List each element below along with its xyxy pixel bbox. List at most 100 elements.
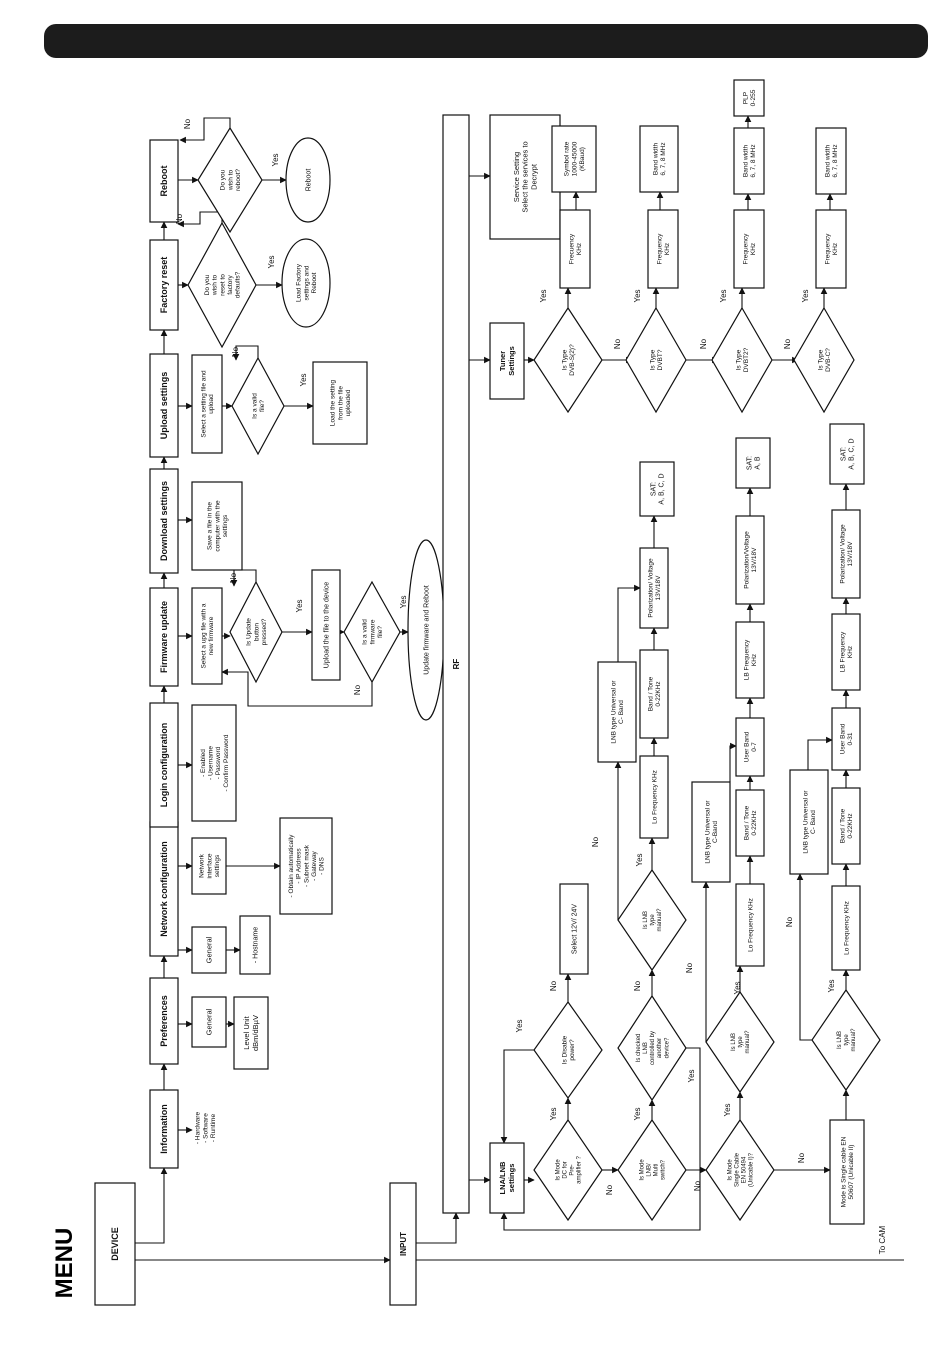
branch-label-no: No [229,572,238,583]
download-settings-box-label: Download settings [159,481,169,561]
information-box-label: Information [159,1104,169,1154]
branch-label-no: No [693,1180,702,1191]
service-setting-box: Service SettingSelect the services toDec… [489,114,561,240]
fw-pressed-diamond-label: Is Updatebuttonpressed? [246,618,268,646]
select-12v-box-label: Select 12V/ 24V [571,904,578,955]
dvbs-freq-box-label: FrecuencyKHz [568,233,583,264]
network-config-box: Network configuration [149,821,179,957]
branch-label-no: No [685,962,694,973]
fw-valid-diamond: Is a validfirmwarefile? [343,580,401,684]
pol1-box-label: Polarization/ Voltage13V/18V [647,558,662,618]
q-lnb-manual3-diamond-label: Is LNBtypemanual? [837,1028,857,1052]
lnb-type1-box: LNB type Universal orC- Band [597,661,637,763]
dvbc-diamond-label: Is TypeDVB-C? [817,348,832,372]
band-tone2-box-label: Band / Tone0-22KHz [743,805,758,840]
info-list-label: - Hardware- Software- Runtime [195,1112,217,1145]
connector [729,742,737,782]
branch-label-yes: Yes [515,1019,524,1032]
dvbt-bw-box-label: Band width6, 7, 8 MHz [652,142,667,175]
branch-label-yes: Yes [801,289,810,302]
branch-label-no: No [175,213,184,224]
login-list-box-label: - Enabled- Username- Password- Confirm P… [200,734,230,791]
q-lnb-multi-diamond-label: Is ModeLNB/Multiswitch? [639,1159,666,1181]
branch-label-yes: Yes [295,599,304,612]
dvbt2-plp-box: PLP0-255 [733,79,765,117]
q-lnb-manual1-diamond: Is LNBtypemanual? [617,868,687,972]
pol3-box: Polarization/ Voltage13V/18V [831,509,861,599]
ul-select-box-label: Select a setting file andupload [200,370,215,438]
dvbs-symb-box-label: Symbol rate1000-45000(KBaud) [564,141,586,176]
info-list: - Hardware- Software- Runtime [195,1112,217,1145]
ul-valid-diamond-label: Is a validfile? [251,393,266,419]
net-list-box: - Obtain automatically- IP Address- Subn… [279,817,333,915]
lb-freq2-box: LB FrequencyKHz [735,621,765,699]
fw-upload-box: Upload the file to the device [311,569,341,681]
lnb-type3-box: LNB type Universal orC- Band [789,769,829,875]
branch-label-yes: Yes [687,1069,696,1082]
to-cam-label-label: To CAM [878,1225,887,1254]
firmware-update-box-label: Firmware update [159,601,169,673]
dvbt2-freq-box-label: FrequencyKHz [742,233,757,264]
reboot-box-label: Reboot [159,166,169,197]
dl-save-box-label: Save a file in thecomputer with thesetti… [207,500,229,552]
service-setting-box-label: Service SettingSelect the services toDec… [512,141,539,212]
pref-general-box: General [191,996,227,1048]
branch-label-yes: Yes [827,979,836,992]
device-box: DEVICE [94,1182,136,1306]
band-tone2-box: Band / Tone0-22KHz [735,789,765,857]
branch-label-yes: Yes [635,853,644,866]
band-tone3-box-label: Band / Tone0-22KHz [839,808,854,843]
dvbt-diamond: Is TypeDVBT? [625,306,687,414]
select-12v-box: Select 12V/ 24V [559,883,589,975]
lna-settings-box: LNA/LNBsettings [489,1142,525,1214]
connector [232,345,259,361]
q-checked-diamond: Is checkedLNBcontrolled byanotherdevice? [617,994,687,1102]
branch-label-no: No [613,338,622,349]
preferences-box-label: Preferences [159,995,169,1047]
header-bar [44,24,928,58]
net-list-box-label: - Obtain automatically- IP Address- Subn… [288,834,326,898]
connector [807,736,833,770]
input-box-label: INPUT [399,1232,408,1256]
rb-question-diamond: Do youwish toreboot? [197,126,263,234]
lnb-type2-box: LNB type Universal orC-Band [691,781,731,883]
device-box-label: DEVICE [110,1227,120,1261]
branch-label-no: No [549,980,558,991]
band-tone1-box: Band / Tone0-22KHz [639,649,669,739]
branch-label-no: No [231,346,240,357]
connector [177,211,223,228]
pol1-box: Polarization/ Voltage13V/18V [639,547,669,629]
connector [500,1047,701,1231]
q-lnb-manual1-diamond-label: Is LNBtypemanual? [643,908,663,932]
connector [617,584,641,662]
dvbc-bw-box: Band width6, 7, 8 MHz [815,127,847,195]
branch-label-yes: Yes [539,289,548,302]
q-checked-diamond-label: Is checkedLNBcontrolled byanotherdevice? [636,1031,670,1065]
user-band2-box-label: User Band0-7 [743,731,758,762]
net-iface-box-label: Networkinterfacesettings [199,853,221,878]
connector [179,117,231,144]
q-single-diamond-label: Is ModeSingle CableEN 50494(Unicable I)? [727,1152,754,1187]
sat2-box: SAT:A, B [735,437,771,489]
band-tone3-box: Band / Tone0-22KHz [831,787,861,865]
branch-label-no: No [633,980,642,991]
pol2-box-label: Polarization/Voltage13V/18V [743,531,758,589]
branch-label-yes: Yes [549,1107,558,1120]
fw-pressed-diamond: Is Updatebuttonpressed? [229,580,283,684]
dvbs-diamond: Is TypeDVB-S(2)? [533,306,603,414]
dvbt2-bw-box-label: Band width6, 7, 8 MHz [742,144,757,177]
lo-freq2-box: Lo Frequency KHz [735,883,765,967]
q-lnb-manual2-diamond: Is LNBtypemanual? [705,990,775,1094]
fr-load-oval-label: Load Factorysettings andReboot [296,263,318,302]
branch-label-no: No [591,836,600,847]
dvbt2-diamond: Is TypeDVBT2? [711,306,773,414]
user-band3-box-label: User Band0-31 [839,723,854,754]
lnb-type3-box-label: LNB type Universal orC- Band [802,790,817,854]
connector [500,1049,534,1144]
user-band2-box: User Band0-7 [735,717,765,777]
mode-unicable2-box: Mode is Single cable EN50607 (Unicable I… [829,1119,865,1225]
net-general-box: General [191,926,227,974]
user-band3-box: User Band0-31 [831,707,861,771]
branch-label-yes: Yes [271,153,280,166]
